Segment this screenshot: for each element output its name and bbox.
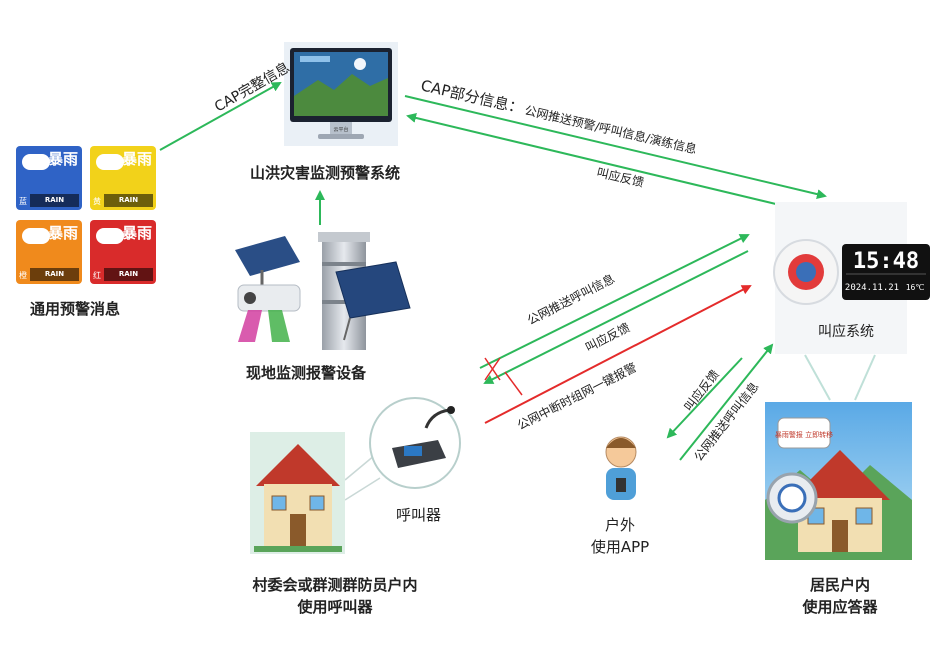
pager-title: 呼叫器 <box>396 506 442 524</box>
warning-card-en: RAIN STORM <box>104 268 153 291</box>
response-system-illustration: 15:48 2024.11.21 16℃ <box>773 202 930 354</box>
resident-title-line2: 使用应答器 <box>802 598 878 616</box>
warning-card-level: 蓝 <box>19 197 27 206</box>
village-title-line2: 使用呼叫器 <box>297 598 373 616</box>
link-response-resident-a <box>804 354 831 401</box>
edge-one-key-alarm <box>484 285 752 424</box>
label-cap-full: CAP完整信息 <box>212 59 293 116</box>
rain-cloud-icon <box>22 228 50 244</box>
link-response-resident-b <box>854 354 876 401</box>
warning-card-name: 暴雨 <box>47 224 78 242</box>
village-house-illustration <box>250 432 345 554</box>
warning-card-en: RAIN STORM <box>104 194 153 217</box>
resident-title: 居民户内 使用应答器 <box>770 574 910 618</box>
response-title: 叫应系统 <box>818 324 874 340</box>
label-cap-partial: CAP部分信息：公网推送预警/呼叫信息/演练信息 <box>419 76 699 157</box>
clock-time: 15:48 <box>853 249 919 274</box>
warnings-title: 通用预警消息 <box>30 300 121 318</box>
cross-mark-b <box>484 357 501 381</box>
rain-cloud-icon <box>22 154 50 170</box>
edge-feedback-top <box>406 112 781 206</box>
monitor-title: 山洪灾害监测预警系统 <box>250 164 401 182</box>
warning-card-en: RAIN STORM <box>30 268 79 291</box>
warning-card-name: 暴雨 <box>121 224 152 242</box>
edge-cap-partial <box>404 95 827 200</box>
resident-title-line1: 居民户内 <box>809 576 870 594</box>
village-title: 村委会或群测群防员户内 使用呼叫器 <box>230 574 440 618</box>
monitor-screen-caption: 云平台 <box>333 126 348 133</box>
link-pager-a <box>344 454 376 481</box>
clock-date: 2024.11.21 <box>845 283 899 293</box>
warning-card-level: 橙 <box>19 271 27 280</box>
cross-mark-2 <box>504 371 523 396</box>
resident-house-illustration: 暴雨警报 立即转移 <box>765 402 912 560</box>
warning-card-name: 暴雨 <box>121 150 152 168</box>
warning-card-orange: 暴雨 橙 RAIN STORM <box>16 220 82 291</box>
rain-cloud-icon <box>96 154 124 170</box>
label-feedback-top: 叫应反馈 <box>595 164 645 189</box>
outdoor-title-line2: 使用APP <box>590 538 650 556</box>
label-one-key-alarm: 公网中断时组网一键报警 <box>515 359 639 432</box>
warning-card-blue: 暴雨 蓝 RAIN STORM <box>16 146 82 217</box>
edge-feedback-app <box>666 357 743 439</box>
outdoor-title-line1: 户外 <box>604 516 635 534</box>
station-device-illustration <box>318 232 411 350</box>
pager-illustration <box>369 397 461 489</box>
clock-temp: 16℃ <box>906 283 925 292</box>
rain-cloud-icon <box>96 228 124 244</box>
camera-device-illustration <box>235 236 301 342</box>
village-title-line1: 村委会或群测群防员户内 <box>252 576 418 594</box>
warning-card-level: 黄 <box>93 197 101 206</box>
edge-app-push <box>679 343 774 461</box>
monitor-screen-illustration: 云平台 <box>284 42 398 146</box>
edge-public-push <box>479 234 750 369</box>
outdoor-person-illustration <box>605 436 637 500</box>
label-feedback-app: 叫应反馈 <box>681 367 722 414</box>
edge-feedback-mid <box>483 250 749 384</box>
label-public-push: 公网推送呼叫信息 <box>525 271 617 328</box>
warning-card-red: 暴雨 红 RAIN STORM <box>90 220 156 291</box>
warning-card-name: 暴雨 <box>47 150 78 168</box>
link-pager-b <box>344 477 381 501</box>
warning-card-en: RAIN STORM <box>30 194 79 217</box>
resident-bubble-text: 暴雨警报 立即转移 <box>775 430 833 439</box>
edge-cap-full <box>159 82 282 151</box>
warning-card-level: 红 <box>93 271 101 280</box>
onsite-title: 现地监测报警设备 <box>246 364 367 382</box>
warning-card-yellow: 暴雨 黄 RAIN STORM <box>90 146 156 217</box>
outdoor-title: 户外 使用APP <box>575 514 665 558</box>
label-feedback-mid: 叫应反馈 <box>583 320 633 355</box>
